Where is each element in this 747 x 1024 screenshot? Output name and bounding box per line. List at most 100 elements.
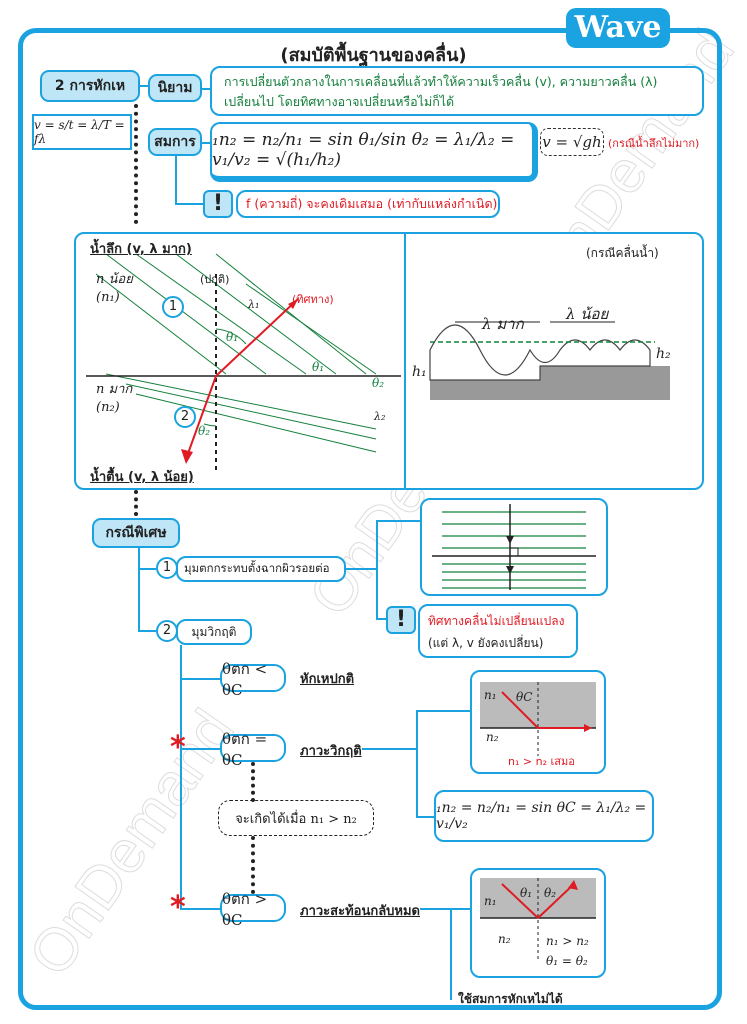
star-icon: * xyxy=(170,730,186,765)
tir-figure xyxy=(480,878,596,960)
star-icon-2: * xyxy=(170,890,186,925)
tree-line xyxy=(180,645,182,910)
perpendicular-figure xyxy=(432,504,596,590)
ray-label-1: 1 xyxy=(162,296,184,318)
connector xyxy=(376,520,420,522)
refraction-figure xyxy=(86,253,401,474)
frequency-note: f (ความถี่) จะคงเดิมเสมอ (เท่ากับแหล่งกำ… xyxy=(236,190,500,218)
wavefront-lines xyxy=(95,253,377,453)
definition-text: การเปลี่ยนตัวกลางในการเคลื่อนที่แล้วทำให… xyxy=(210,66,704,116)
tir-eq: θ₁ = θ₂ xyxy=(546,954,588,968)
crit-n2: n₂ xyxy=(486,730,499,744)
case1-note-a: ทิศทางคลื่นไม่เปลี่ยนแปลง xyxy=(428,614,565,628)
tir-theta2: θ₂ xyxy=(544,886,557,900)
connector xyxy=(202,88,210,90)
connector xyxy=(450,908,452,1000)
case1-label: มุมตกกระทบตั้งฉากผิวรอยต่อ xyxy=(176,556,346,582)
case1-note: ทิศทางคลื่นไม่เปลี่ยนแปลง (แต่ λ, v ยังค… xyxy=(418,604,578,658)
cond-gt: θตก > θC xyxy=(220,890,286,929)
refracted-ray xyxy=(185,375,217,460)
connector xyxy=(140,85,148,87)
tree-line xyxy=(180,748,220,750)
h1-label: h₁ xyxy=(412,364,427,380)
lambda1-label: λ₁ xyxy=(248,298,260,311)
page-frame xyxy=(18,28,722,1010)
refraction-diagram xyxy=(74,232,704,490)
shallow-formula: v = √gh xyxy=(540,128,604,156)
tree-line xyxy=(180,908,220,910)
warning-icon: ! xyxy=(203,190,233,218)
shallow-note: (กรณีน้ำลึกไม่มาก) xyxy=(608,137,700,150)
equation-label: สมการ xyxy=(148,128,202,156)
diagram-divider xyxy=(404,234,406,488)
cond-gt-desc: ภาวะสะท้อนกลับหมด xyxy=(300,904,421,919)
n-high-label: n มาก xyxy=(96,382,133,397)
deep-floor xyxy=(430,380,540,400)
cond-eq: θตก = θC xyxy=(220,730,286,769)
wave-badge: Wave xyxy=(566,8,670,48)
ray-label-2: 2 xyxy=(174,406,196,428)
ray-arrowhead xyxy=(181,449,193,464)
tree-line xyxy=(138,548,140,630)
lambda-big-label: λ มาก xyxy=(482,315,524,333)
crit-n1: n₁ xyxy=(484,688,497,702)
normal-label: (ปกติ) xyxy=(200,273,230,286)
dotted-connector-1 xyxy=(134,104,138,224)
tir-note: ใช้สมการหักเหไม่ได้ xyxy=(458,992,563,1006)
critical-figure xyxy=(480,682,596,756)
dotted-connector-4 xyxy=(251,836,255,894)
velocity-formula: v = s/t = λ/T = fλ xyxy=(32,114,132,150)
lambda2-label: λ₂ xyxy=(374,410,386,423)
tree-line xyxy=(138,630,156,632)
connector xyxy=(202,142,210,144)
connector xyxy=(416,710,418,816)
theta2-right-label: θ₂ xyxy=(372,376,385,390)
water-wave-figure xyxy=(429,321,670,400)
lambda-small-label: λ น้อย xyxy=(566,305,609,323)
incident-ray xyxy=(215,298,299,377)
deep-water-label: น้ำลึก (v, λ มาก) xyxy=(90,242,192,257)
dotted-connector-2 xyxy=(134,490,138,516)
water-wave-title: (กรณีคลื่นน้ำ) xyxy=(586,246,659,260)
connector xyxy=(376,618,386,620)
case1-note-b: (แต่ λ, v ยังคงเปลี่ยน) xyxy=(428,636,544,650)
connector xyxy=(416,710,472,712)
cond-less-desc: หักเหปกติ xyxy=(300,672,355,687)
tir-n2: n₂ xyxy=(498,932,511,946)
crit-thetaC: θC xyxy=(516,690,533,704)
n-low-label: n น้อย xyxy=(96,272,133,287)
theta1-label: θ₁ xyxy=(226,330,239,344)
definition-label: นิยาม xyxy=(148,74,202,102)
cond-less: θตก < θC xyxy=(220,660,286,699)
case1-number: 1 xyxy=(156,557,178,579)
tir-cond: n₁ > n₂ xyxy=(546,934,589,948)
connector xyxy=(175,203,203,205)
critical-note: n₁ > n₂ เสมอ xyxy=(508,755,575,768)
tree-line xyxy=(180,678,220,680)
tree-line xyxy=(138,568,156,570)
connector xyxy=(416,816,434,818)
connector xyxy=(346,568,376,570)
connector xyxy=(175,156,177,204)
theta1-right-label: θ₁ xyxy=(312,360,325,374)
page-title: (สมบัติพื้นฐานของคลื่น) xyxy=(280,45,467,66)
when-condition: จะเกิดได้เมื่อ n₁ > n₂ xyxy=(218,800,374,836)
direction-label: (ทิศทาง) xyxy=(292,293,334,306)
critical-formula: ₁n₂ = n₂/n₁ = sin θC = λ₁/λ₂ = v₁/v₂ xyxy=(434,790,654,842)
tir-theta1: θ₁ xyxy=(520,886,533,900)
cond-eq-desc: ภาวะวิกฤติ xyxy=(300,744,362,759)
dotted-connector-3 xyxy=(251,762,255,802)
connector xyxy=(420,908,470,910)
shallow-water-label: น้ำตื้น (v, λ น้อย) xyxy=(90,470,194,485)
n2-label: (n₂) xyxy=(96,400,120,415)
shallow-floor xyxy=(540,366,670,400)
connector xyxy=(376,520,378,618)
main-equation: ₁n₂ = n₂/n₁ = sin θ₁/sin θ₂ = λ₁/λ₂ = v₁… xyxy=(210,122,538,182)
theta2-label: θ₂ xyxy=(198,424,211,438)
connector xyxy=(362,748,416,750)
special-cases-label: กรณีพิเศษ xyxy=(92,518,180,548)
case2-number: 2 xyxy=(156,620,178,642)
h2-label: h₂ xyxy=(656,346,671,362)
case2-label: มุมวิกฤติ xyxy=(176,619,252,645)
tir-n1: n₁ xyxy=(484,894,497,908)
